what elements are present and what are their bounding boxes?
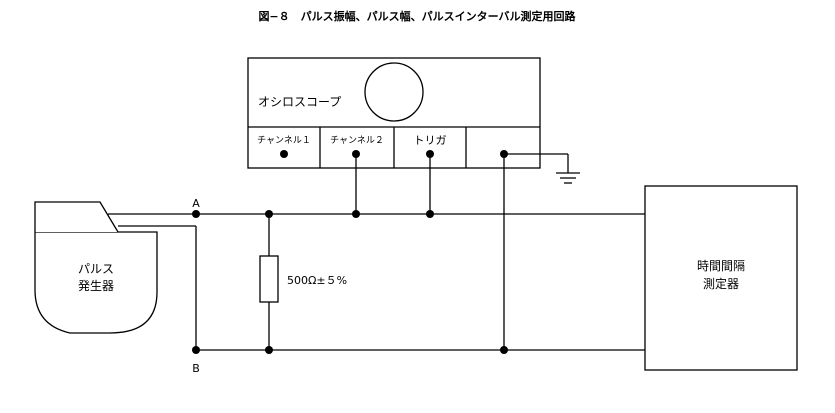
channel-2-label: チャンネル２ (330, 135, 384, 146)
junction-resistor-top (265, 210, 273, 218)
time-interval-meter-label-line1: 時間間隔 (697, 259, 745, 273)
junction-b (192, 346, 200, 354)
node-a-label: A (192, 197, 200, 210)
junction-ground (500, 346, 508, 354)
node-b-label: B (192, 362, 200, 375)
pulse-generator-label-line2: 発生器 (78, 279, 114, 293)
figure-title: 図−８ パルス振幅、パルス幅、パルスインターバル測定用回路 (258, 9, 576, 23)
junction-trigger (426, 210, 434, 218)
junction-channel-2 (352, 210, 360, 218)
trigger-label: トリガ (414, 134, 447, 147)
junction-resistor-bottom (265, 346, 273, 354)
oscilloscope-screen (364, 62, 424, 122)
resistor-value-label: 500Ω±５% (287, 274, 347, 287)
ground-symbol (504, 153, 580, 184)
oscilloscope-label: オシロスコープ (258, 95, 341, 109)
pulse-generator-label-line1: パルス (78, 262, 114, 276)
oscilloscope: オシロスコープ チャンネル１ チャンネル２ トリガ (247, 57, 541, 169)
junction-dots (192, 210, 508, 354)
resistor: 500Ω±５% (259, 255, 347, 303)
time-interval-meter-label-line2: 測定器 (703, 276, 739, 291)
channel-1-label: チャンネル１ (257, 135, 311, 146)
junction-a (192, 210, 200, 218)
pulse-generator: パルス 発生器 (34, 201, 158, 334)
channel-1-terminal (280, 150, 288, 158)
time-interval-meter: 時間間隔 測定器 (644, 185, 798, 371)
